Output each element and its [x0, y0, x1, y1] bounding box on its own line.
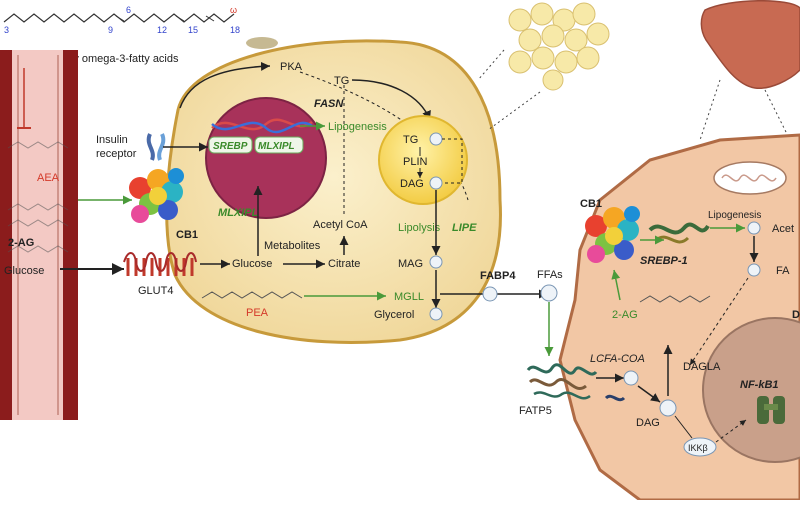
pea-label: PEA: [246, 307, 269, 319]
dna-strand-icon: [211, 118, 313, 131]
mlxipl-box: [254, 136, 304, 154]
chain-number-18: 18: [230, 25, 240, 35]
chain-number-15: 15: [188, 25, 198, 35]
chain-number-9: 9: [108, 25, 113, 35]
liver-icon: [700, 0, 800, 89]
d-partial-label: D: [792, 309, 800, 321]
lipid-droplet: [378, 115, 468, 205]
hepatocyte-nucleus: [702, 317, 800, 463]
citrate-label: Citrate: [328, 258, 360, 270]
blood-vessel: [0, 50, 78, 420]
ffas-label: FFAs: [537, 269, 563, 281]
cb1-receptor-right-icon: [585, 206, 640, 263]
insulin-receptor-label-line2: receptor: [96, 148, 137, 160]
mlxipl-green-label: MLXIPL: [218, 207, 259, 219]
insulin-receptor-icon: [146, 133, 166, 161]
mag-label: MAG: [398, 258, 423, 270]
glycerol-label: Glycerol: [374, 309, 414, 321]
fatp5-transporter-icon: [526, 363, 598, 400]
adipocyte-small-nucleus: [246, 37, 278, 49]
pka-label: PKA: [280, 61, 303, 73]
srebp-label: SREBP: [213, 141, 248, 152]
glucose-left-label: Glucose: [4, 265, 44, 277]
cb1-left-label: CB1: [176, 229, 198, 241]
mgll-label: MGLL: [394, 291, 424, 303]
dag-droplet-label: DAG: [400, 178, 424, 190]
fasn-label: FASN: [314, 98, 344, 110]
acetyl-coa-label: Acetyl CoA: [313, 219, 368, 231]
cb1-receptor-icon: [129, 168, 184, 223]
fatp5-label: FATP5: [519, 405, 552, 417]
dagla-label: DAGLA: [683, 361, 721, 373]
two-ag-right-label: 2-AG: [612, 309, 638, 321]
fabp4-label: FABP4: [480, 270, 516, 282]
chain-number-6: 6: [126, 5, 131, 15]
ikkb-label: IKKβ: [688, 443, 708, 453]
cb1-right-label: CB1: [580, 198, 602, 210]
lcfa-coa-label: LCFA-COA: [590, 353, 645, 365]
glucose-mid-label: Glucose: [232, 258, 272, 270]
lipogenesis-adipo-label: Lipogenesis: [328, 121, 387, 133]
srebp1-label: SREBP-1: [640, 255, 688, 267]
dag-liver-label: DAG: [636, 417, 660, 429]
plin-label: PLIN: [403, 156, 428, 168]
glut4-label: GLUT4: [138, 285, 173, 297]
srebp-box: [208, 136, 253, 154]
two-ag-structure: [639, 295, 711, 303]
tg-droplet-label: TG: [403, 134, 418, 146]
metabolites-label: Metabolites: [264, 240, 321, 252]
omega3-chain-structure: 3 9 6 12 15 18 ω: [3, 5, 240, 35]
fa-label: FA: [776, 265, 790, 277]
chain-number-12: 12: [157, 25, 167, 35]
mitochondrion-icon: [713, 161, 787, 195]
chain-number-3: 3: [4, 25, 9, 35]
nfkb1-protein-icon: [757, 396, 785, 424]
dagla-enzyme-icon: [604, 394, 626, 402]
tg-top-label: TG: [334, 75, 349, 87]
vessel-lipid-structures: [7, 141, 69, 253]
lipolysis-label: Lipolysis: [398, 222, 441, 234]
lipe-label: LIPE: [452, 222, 477, 234]
two-ag-left-label: 2-AG: [8, 237, 34, 249]
aea-label: AEA: [37, 172, 60, 184]
insulin-receptor-label-line1: Insulin: [96, 134, 128, 146]
adipocyte-cluster-icon: [508, 2, 610, 91]
ikkb-node: [683, 437, 717, 457]
acetyl-partial-label: Acet: [772, 223, 794, 235]
mlxipl-box-label: MLXIPL: [258, 141, 295, 152]
adipocyte-nucleus: [205, 97, 327, 219]
nfkb1-label: NF-kB1: [740, 379, 779, 391]
pea-structure: [201, 291, 303, 299]
chain-omega-symbol: ω: [230, 5, 237, 15]
lipogenesis-liver-label: Lipogenesis: [708, 210, 761, 221]
